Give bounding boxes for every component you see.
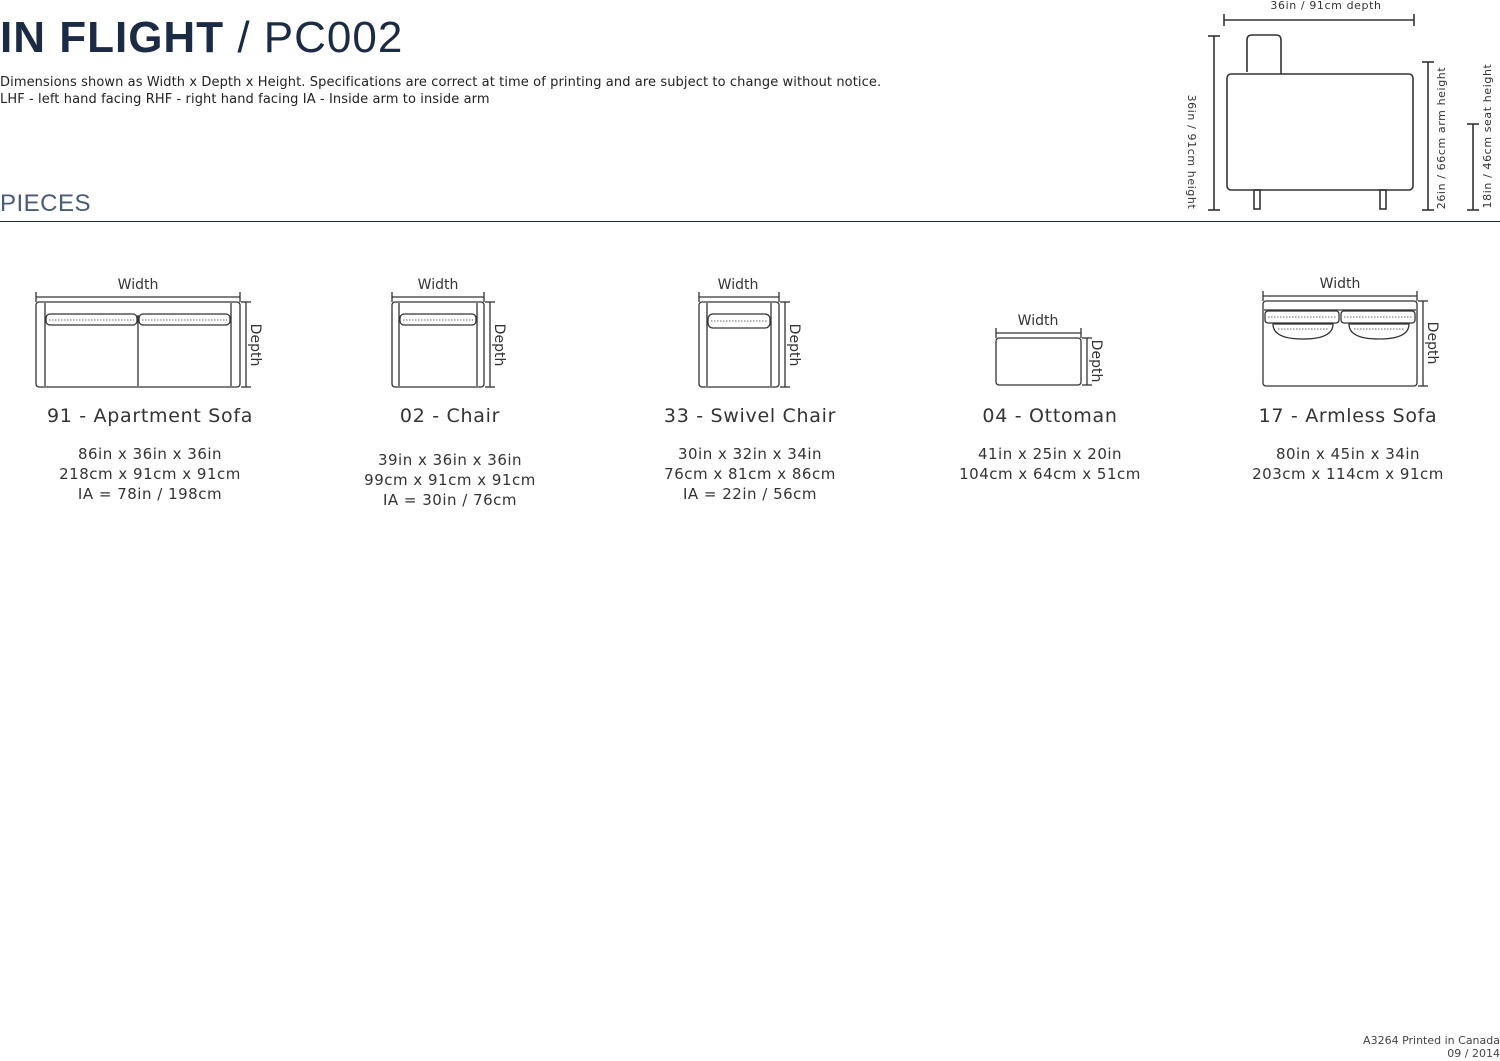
page-title: IN FLIGHT / PC002	[0, 14, 403, 62]
ottoman-plan-diagram: Width Depth	[995, 313, 1104, 386]
spec-imperial: 86in x 36in x 36in	[77, 445, 223, 463]
depth-dimension-label: 36in / 91cm depth	[1270, 0, 1381, 12]
depth-label: Depth	[491, 324, 507, 367]
depth-label: Depth	[1088, 340, 1104, 383]
side-profile-diagram: 36in / 91cm depth 36in / 91cm height 26i…	[1185, 0, 1494, 211]
spec-inside-arm: IA = 22in / 56cm	[682, 485, 818, 503]
spec-metric: 203cm x 114cm x 91cm	[1252, 465, 1444, 483]
chair-plan-diagram: Width Depth	[391, 277, 507, 388]
apartment-sofa-plan-diagram: Width Depth	[35, 277, 263, 388]
dimensions-note: Dimensions shown as Width x Depth x Heig…	[0, 75, 882, 90]
width-label: Width	[1018, 313, 1059, 329]
armless-sofa-plan-diagram: Width Depth	[1262, 276, 1440, 387]
product-code: / PC002	[237, 13, 404, 62]
section-title-pieces: PIECES	[0, 190, 92, 217]
piece-ottoman: Width Depth 04 - Ottoman 41in x 25in x 2…	[900, 265, 1200, 525]
piece-specs: 41in x 25in x 20in 104cm x 64cm x 51cm	[900, 444, 1200, 484]
spec-imperial: 30in x 32in x 34in	[677, 445, 823, 463]
spec-metric: 104cm x 64cm x 51cm	[959, 465, 1141, 483]
piece-apartment-sofa: Width Depth 91 - Apartment Sofa 86in x 3…	[0, 265, 300, 525]
piece-specs: 86in x 36in x 36in 218cm x 91cm x 91cm I…	[0, 444, 300, 504]
piece-specs: 80in x 45in x 34in 203cm x 114cm x 91cm	[1198, 444, 1498, 484]
piece-name: 17 - Armless Sofa	[1258, 405, 1438, 427]
depth-label: Depth	[786, 324, 802, 367]
spec-imperial: 39in x 36in x 36in	[377, 451, 523, 469]
piece-armless-sofa: Width Depth 17 - Armless Sofa 80in x 45i…	[1198, 265, 1498, 525]
swivel-chair-plan-diagram: Width Depth	[698, 277, 802, 388]
piece-specs: 30in x 32in x 34in 76cm x 81cm x 86cm IA…	[600, 444, 900, 504]
spec-inside-arm: IA = 78in / 198cm	[77, 485, 223, 503]
spec-imperial: 80in x 45in x 34in	[1275, 445, 1421, 463]
piece-swivel-chair: Width Depth 33 - Swivel Chair 30in x 32i…	[600, 265, 900, 525]
spec-metric: 76cm x 81cm x 86cm	[664, 465, 836, 483]
abbreviations-note: LHF - left hand facing RHF - right hand …	[0, 92, 490, 107]
arm-height-dimension-label: 26in / 66cm arm height	[1435, 67, 1448, 210]
width-label: Width	[118, 277, 159, 293]
piece-name: 04 - Ottoman	[982, 405, 1118, 427]
spec-inside-arm: IA = 30in / 76cm	[382, 491, 518, 509]
piece-specs: 39in x 36in x 36in 99cm x 91cm x 91cm IA…	[300, 450, 600, 510]
width-label: Width	[418, 277, 459, 293]
print-code: A3264 Printed in Canada	[1363, 1034, 1500, 1047]
spec-metric: 218cm x 91cm x 91cm	[59, 465, 241, 483]
width-label: Width	[1320, 276, 1361, 292]
seat-height-dimension-label: 18in / 46cm seat height	[1481, 63, 1494, 208]
depth-label: Depth	[247, 324, 263, 367]
spec-imperial: 41in x 25in x 20in	[977, 445, 1123, 463]
piece-name: 91 - Apartment Sofa	[46, 405, 254, 427]
piece-name: 33 - Swivel Chair	[663, 405, 837, 427]
depth-label: Depth	[1424, 322, 1440, 365]
spec-metric: 99cm x 91cm x 91cm	[364, 471, 536, 489]
collection-name: IN FLIGHT	[0, 13, 225, 62]
section-divider	[0, 221, 1500, 222]
height-dimension-label: 36in / 91cm height	[1185, 95, 1198, 210]
piece-chair: Width Depth 02 - Chair 39in x 36in x 36i…	[300, 265, 600, 525]
print-info: A3264 Printed in Canada 09 / 2014	[1363, 1034, 1500, 1060]
print-date: 09 / 2014	[1447, 1047, 1500, 1060]
width-label: Width	[718, 277, 759, 293]
piece-name: 02 - Chair	[399, 405, 501, 427]
